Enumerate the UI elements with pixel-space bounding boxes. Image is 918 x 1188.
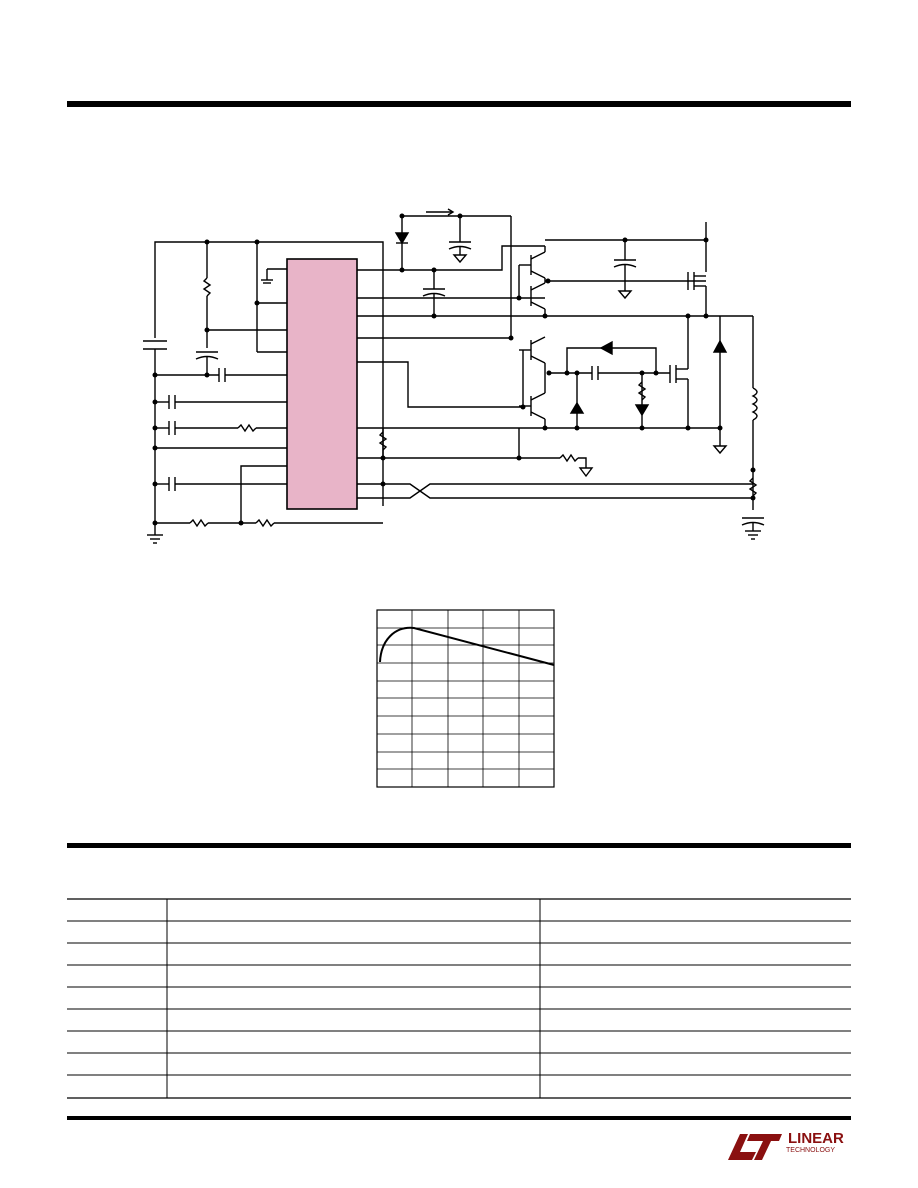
lt-logo-icon	[728, 1134, 782, 1160]
logo-subtitle: TECHNOLOGY	[786, 1147, 836, 1154]
graph-curve	[379, 626, 555, 666]
top-rule	[67, 101, 851, 107]
bottom-rule	[67, 1116, 851, 1120]
efficiency-graph	[376, 609, 555, 788]
logo-wordmark: LINEAR	[788, 1130, 844, 1147]
application-circuit-schematic	[143, 208, 765, 544]
section-rule	[67, 843, 851, 848]
controller-ic	[286, 258, 358, 510]
graph-grid	[377, 610, 554, 787]
graph-frame	[376, 609, 555, 788]
linear-technology-logo: LINEAR TECHNOLOGY	[726, 1130, 852, 1166]
data-table	[67, 898, 851, 1099]
